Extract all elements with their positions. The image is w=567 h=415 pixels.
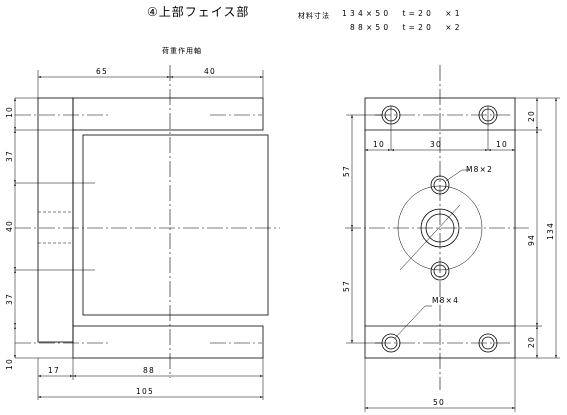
front-view-dimension-lines [351, 98, 557, 409]
side-view-dimension-lines [14, 76, 263, 398]
side-dim-left-1: 10 [5, 106, 14, 118]
side-view: 65 40 10 37 40 37 10 17 88 105 [5, 65, 280, 400]
side-view-outline [37, 97, 74, 343]
front-dim-right-bottom: 20 [527, 336, 536, 348]
side-view-hidden-lines [38, 211, 73, 244]
front-dim-top-right: 10 [496, 140, 508, 149]
side-view-plate [82, 134, 269, 316]
front-dim-bottom: 50 [433, 398, 445, 407]
side-view-centerlines [15, 114, 280, 344]
side-view-extension-lines [15, 70, 264, 400]
side-dim-bottom-left: 17 [48, 366, 60, 375]
material-size-label: 材料寸法 [298, 12, 330, 20]
front-view-leaders [394, 169, 470, 339]
side-dim-bottom-mid: 88 [143, 366, 155, 375]
side-view-bottom-flange [72, 325, 264, 359]
side-dim-top-left: 65 [96, 67, 108, 76]
center-bore-outer [420, 208, 460, 248]
front-dim-top-left: 10 [373, 140, 385, 149]
side-view-top-flange [72, 97, 264, 131]
material-spec-line-1: 134×50 t=20 ×1 [342, 9, 463, 18]
drawing-title: ④上部フェイス部 [147, 5, 250, 19]
side-dim-left-4: 37 [5, 293, 14, 305]
center-bore-inner [425, 213, 455, 243]
callout-corner-holes: M8×4 [432, 296, 459, 305]
side-dim-left-2: 37 [5, 150, 14, 162]
side-dim-bottom-total: 105 [136, 387, 154, 396]
front-dim-left-upper: 57 [342, 165, 351, 177]
front-dim-left-lower: 57 [342, 280, 351, 292]
side-dim-left-5: 10 [5, 358, 14, 370]
center-tapped-holes [430, 175, 450, 281]
front-view-centerlines [345, 65, 530, 390]
front-dim-right-top: 20 [527, 110, 536, 122]
front-dim-top-mid: 30 [430, 140, 442, 149]
side-dim-left-3: 40 [5, 220, 14, 232]
load-axis-label: 荷重作用軸 [162, 47, 202, 55]
side-dim-top-right: 40 [204, 67, 216, 76]
callout-center-hole: M8×2 [466, 165, 493, 174]
front-view: 10 30 10 57 57 20 94 20 134 50 M8×2 M8×4 [342, 65, 560, 412]
front-dim-right-mid: 94 [527, 234, 536, 246]
boss-pitch-circle [397, 185, 483, 271]
front-dim-right-total: 134 [546, 222, 555, 240]
material-spec-line-2: 88×50 t=20 ×2 [350, 23, 463, 32]
